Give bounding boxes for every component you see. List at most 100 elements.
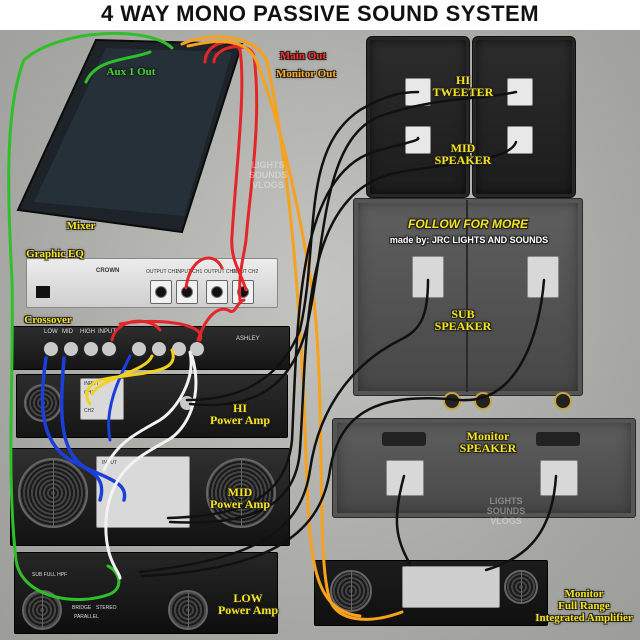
mid-speaker-label-line1: MID <box>450 141 476 155</box>
monitor-amp-label: Monitor Full Range Integrated Amplifier <box>528 588 640 624</box>
cable-black4 <box>168 140 518 524</box>
cable-white2 <box>104 354 198 580</box>
monitor-handle-right <box>536 432 580 446</box>
cable-black6 <box>140 278 546 578</box>
monitor-amp-input-panel <box>402 566 500 608</box>
hi-tweeter-speaker-left <box>366 36 470 198</box>
sub-speaker-label-line2: SPEAKER <box>434 319 492 333</box>
cable-green2 <box>84 50 152 84</box>
hi-tweeter-speaker-right <box>472 36 576 198</box>
low-amp-fan-right <box>168 590 208 630</box>
monitor-out-label: Monitor Out <box>276 68 336 80</box>
follow-label: FOLLOW FOR MORE <box>408 217 528 231</box>
xo-input-label: INPUT <box>98 329 116 335</box>
monitor-input-panel-right <box>540 460 578 496</box>
monitor-amp-label-line1: Monitor <box>564 588 604 600</box>
cable-black7 <box>395 474 412 566</box>
monitor-amp-label-line2: Full Range <box>558 600 610 612</box>
monitor-speaker-label: Monitor SPEAKER <box>448 430 528 454</box>
sub-input-panel-left <box>412 256 444 298</box>
mid-speaker-label-line2: SPEAKER <box>434 153 492 167</box>
eq-output-ch2-label: OUTPUT CH2 <box>204 269 236 275</box>
cable-red3 <box>184 256 224 290</box>
xo-high-label: HIGH <box>80 329 95 335</box>
mid-amp-fan-left <box>18 458 88 528</box>
monitor-amp-fan-right <box>504 570 538 604</box>
eq-output-ch2-jack <box>206 280 228 304</box>
xo-mid-label: MID <box>62 329 73 335</box>
xo-brand-label: ASHLEY <box>236 336 260 342</box>
hi-power-amp-label: HI Power Amp <box>200 402 280 426</box>
cable-orange1 <box>186 39 404 621</box>
cable-black3 <box>166 136 420 520</box>
cable-red2 <box>212 45 259 302</box>
xo-high-ch1-jack <box>82 340 100 358</box>
eq-output-ch1-jack <box>150 280 172 304</box>
mid-power-amp-label: MID Power Amp <box>200 486 280 510</box>
xo-low-ch2-jack <box>130 340 148 358</box>
monitor-handle-left <box>382 432 426 446</box>
cable-orange2 <box>180 35 362 618</box>
watermark-line2: SOUNDS <box>248 170 288 180</box>
mixer-label: Mixer <box>66 220 96 232</box>
xo-low-ch1-jack <box>42 340 60 358</box>
low-parallel-label: PARALLEL <box>74 614 99 620</box>
cable-blue1 <box>40 356 104 502</box>
eq-brand-label: CROWN <box>96 268 120 274</box>
aux-out-label: Aux 1 Out <box>106 66 156 78</box>
cable-green <box>7 31 174 601</box>
hi-tweeter-label-line2: TWEETER <box>432 85 494 99</box>
graphic-eq-label: Graphic EQ <box>26 248 84 260</box>
eq-power-socket <box>36 286 50 298</box>
low-bridge-label: BRIDGE <box>72 605 92 611</box>
monitor-speaker-label-line1: Monitor <box>466 429 510 443</box>
hi-amp-label-line2: Power Amp <box>209 413 271 427</box>
cable-yellow2 <box>90 354 154 396</box>
hi-tweeter-label-line1: HI <box>455 73 470 87</box>
cable-red6 <box>118 319 203 342</box>
xo-mid-ch2-jack <box>150 340 168 358</box>
xo-input-ch1-jack <box>100 340 118 358</box>
main-out-label: Main Out <box>279 50 327 62</box>
xo-mid-ch1-jack <box>62 340 80 358</box>
low-stereo-label: STEREO <box>96 605 117 611</box>
low-amp-label-line1: LOW <box>233 591 263 605</box>
mid-amp-input-label: INPUT <box>102 460 117 466</box>
cable-red4 <box>196 298 246 342</box>
mid-speaker-label: MID SPEAKER <box>428 142 498 166</box>
crossover-label: Crossover <box>24 314 72 326</box>
monitor-input-panel-left <box>386 460 424 496</box>
low-amp-label-line2: Power Amp <box>217 603 279 617</box>
eq-input-ch1-jack <box>176 280 198 304</box>
watermark-line3: VLOGS <box>252 180 284 190</box>
cable-black8 <box>484 474 558 572</box>
watermark-top: LIGHTS SOUNDS VLOGS <box>238 160 298 190</box>
xo-low-label: LOW <box>44 329 58 335</box>
sub-wheel-right <box>554 392 572 410</box>
cable-black5 <box>138 278 430 574</box>
mid-amp-label-line2: Power Amp <box>209 497 271 511</box>
watermark-mid: LIGHTS SOUNDS VLOGS <box>476 496 536 526</box>
low-power-amp-label: LOW Power Amp <box>208 592 288 616</box>
monitor-amp-label-line3: Integrated Amplifier <box>535 612 633 624</box>
page-title: 4 WAY MONO PASSIVE SOUND SYSTEM <box>0 0 640 30</box>
hi-amp-ch1-label: CH1 <box>84 390 95 396</box>
sub-speaker-label: SUB SPEAKER <box>428 308 498 332</box>
watermark-mid-line2: SOUNDS <box>486 506 526 516</box>
mid-amp-label-line1: MID <box>227 485 253 499</box>
monitor-speaker-label-line2: SPEAKER <box>459 441 517 455</box>
hi-amp-ch2-label: CH2 <box>84 408 95 414</box>
hi-amp-label-line1: HI <box>232 401 247 415</box>
eq-input-ch2-label: INPUT CH2 <box>232 269 259 275</box>
sub-speaker-label-line1: SUB <box>451 307 475 321</box>
cable-black2 <box>188 90 518 407</box>
mixer-console <box>16 38 244 234</box>
cable-white1 <box>102 350 193 472</box>
watermark-line1: LIGHTS <box>251 160 285 170</box>
watermark-mid-line3: VLOGS <box>490 516 522 526</box>
sub-divider <box>466 200 468 392</box>
cable-blue2 <box>59 356 127 502</box>
made-by-label: made by: JRC LIGHTS AND SOUNDS <box>389 235 549 245</box>
